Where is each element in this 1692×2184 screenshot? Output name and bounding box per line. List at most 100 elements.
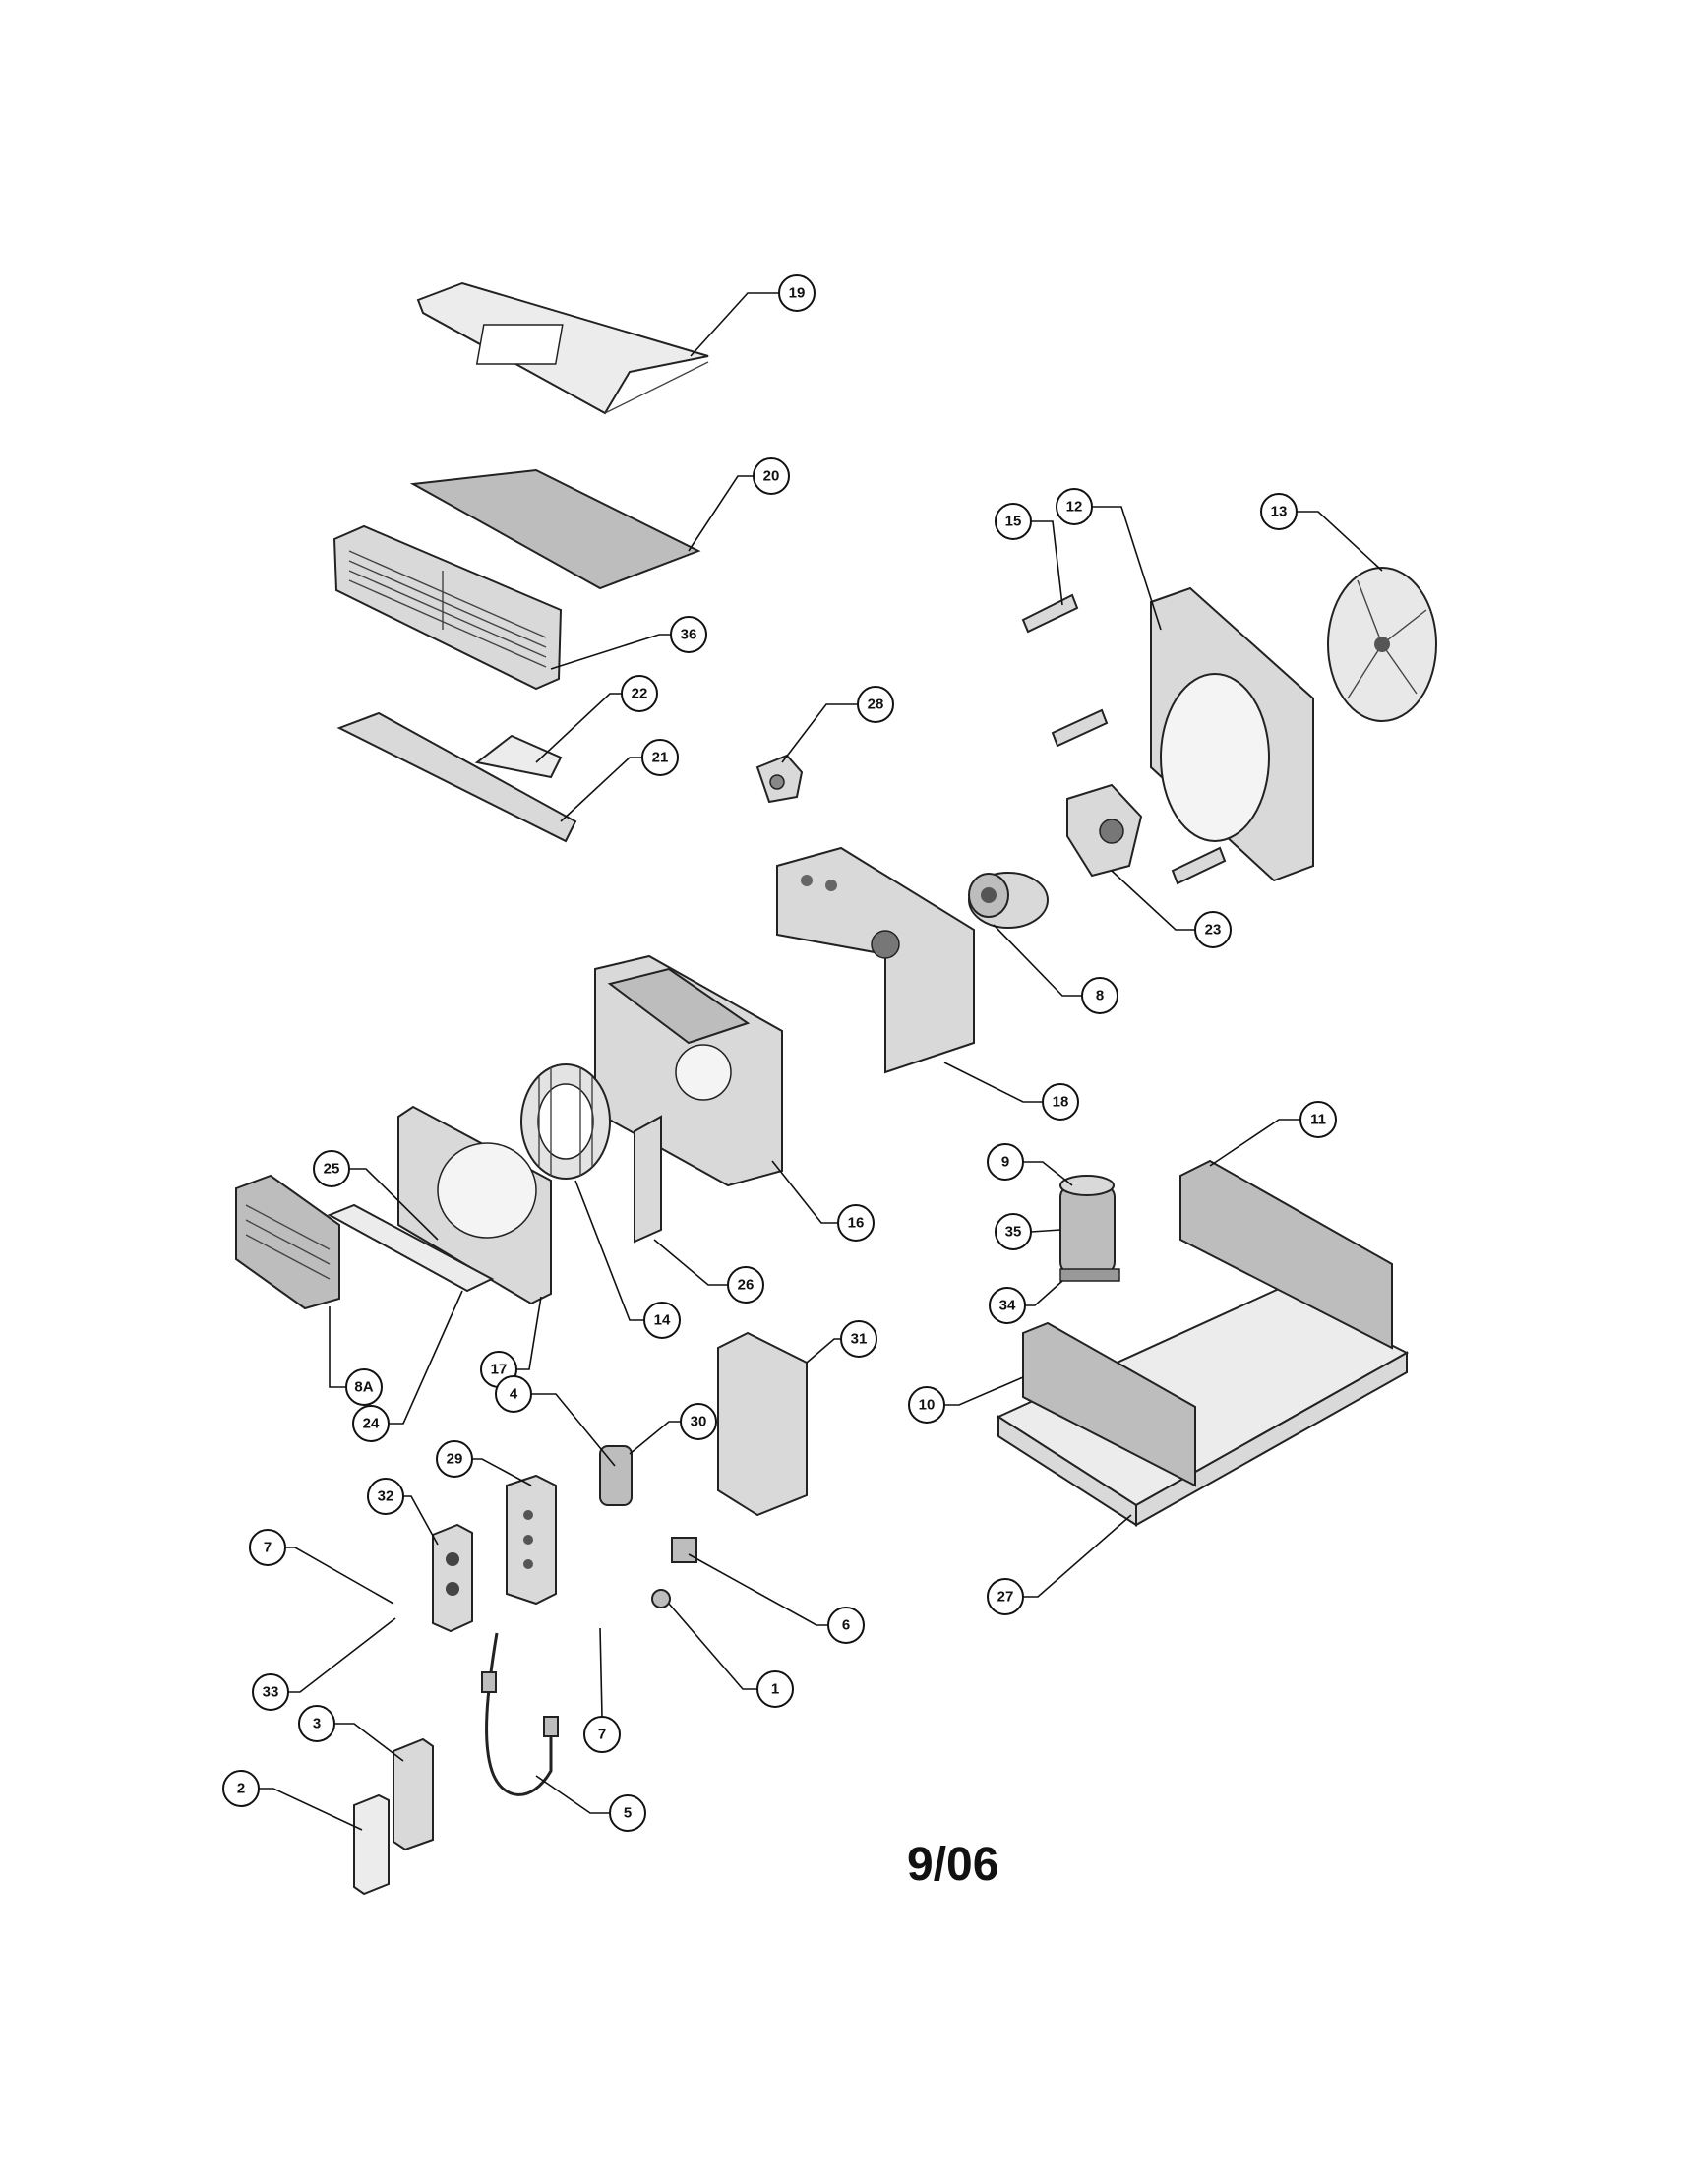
callout-35: 35 bbox=[995, 1213, 1032, 1250]
date-code: 9/06 bbox=[907, 1839, 999, 1891]
svg-text:31: 31 bbox=[851, 1331, 868, 1348]
callout-28: 28 bbox=[857, 686, 894, 723]
part-lower-front bbox=[336, 711, 577, 843]
callout-13: 13 bbox=[1260, 493, 1298, 530]
part-knob-plates bbox=[353, 1737, 434, 1896]
svg-text:14: 14 bbox=[654, 1312, 671, 1329]
svg-text:36: 36 bbox=[681, 627, 697, 643]
svg-text:11: 11 bbox=[1310, 1112, 1326, 1128]
callout-6: 6 bbox=[827, 1607, 865, 1644]
svg-text:29: 29 bbox=[447, 1451, 463, 1468]
callout-26: 26 bbox=[727, 1266, 764, 1304]
callout-18: 18 bbox=[1042, 1083, 1079, 1121]
svg-text:15: 15 bbox=[1005, 514, 1022, 530]
callout-19: 19 bbox=[778, 274, 816, 312]
part-base-pan-coils bbox=[996, 1159, 1410, 1527]
svg-text:28: 28 bbox=[868, 697, 884, 713]
callout-8a: 8A bbox=[345, 1368, 383, 1406]
svg-text:10: 10 bbox=[919, 1397, 936, 1414]
part-capacitor bbox=[599, 1445, 633, 1506]
svg-text:23: 23 bbox=[1205, 922, 1222, 939]
svg-text:8: 8 bbox=[1096, 988, 1104, 1004]
callout-3: 3 bbox=[298, 1705, 335, 1742]
svg-text:2: 2 bbox=[237, 1781, 245, 1797]
part-wedges bbox=[1021, 593, 1227, 885]
svg-text:34: 34 bbox=[999, 1298, 1016, 1314]
part-bulkhead bbox=[776, 846, 975, 1074]
part-bracket bbox=[755, 754, 804, 804]
part-switch-plate bbox=[432, 1523, 473, 1633]
svg-text:1: 1 bbox=[771, 1681, 779, 1698]
callout-34: 34 bbox=[989, 1287, 1026, 1324]
callout-7b: 7 bbox=[583, 1716, 621, 1753]
callout-14: 14 bbox=[643, 1302, 681, 1339]
svg-text:16: 16 bbox=[848, 1215, 865, 1232]
callout-11: 11 bbox=[1299, 1101, 1337, 1138]
part-compressor bbox=[1059, 1175, 1120, 1282]
svg-text:19: 19 bbox=[789, 285, 806, 302]
part-thermostat bbox=[651, 1589, 671, 1608]
callout-24: 24 bbox=[352, 1405, 390, 1442]
callout-5: 5 bbox=[609, 1794, 646, 1832]
part-condenser-shroud bbox=[1150, 586, 1314, 882]
svg-text:7: 7 bbox=[598, 1727, 606, 1743]
part-fan-motor bbox=[968, 872, 1049, 929]
svg-text:30: 30 bbox=[691, 1414, 707, 1430]
callout-31: 31 bbox=[840, 1320, 877, 1358]
part-front-grille bbox=[332, 524, 563, 691]
callout-30: 30 bbox=[680, 1403, 717, 1440]
svg-text:13: 13 bbox=[1271, 504, 1288, 520]
svg-text:17: 17 bbox=[491, 1362, 508, 1378]
svg-text:12: 12 bbox=[1066, 499, 1083, 516]
svg-text:20: 20 bbox=[763, 468, 780, 485]
svg-text:35: 35 bbox=[1005, 1224, 1022, 1241]
part-control-bracket bbox=[717, 1331, 808, 1517]
callout-20: 20 bbox=[753, 457, 790, 495]
leader-lines bbox=[259, 292, 1383, 1831]
svg-text:33: 33 bbox=[263, 1684, 279, 1701]
part-strip bbox=[327, 1203, 495, 1293]
part-condenser-fan bbox=[1327, 567, 1437, 722]
part-evap-housing bbox=[594, 954, 783, 1187]
callout-9: 9 bbox=[987, 1143, 1024, 1181]
svg-text:21: 21 bbox=[652, 750, 669, 766]
svg-text:22: 22 bbox=[632, 686, 648, 702]
callout-8: 8 bbox=[1081, 977, 1118, 1014]
callout-4: 4 bbox=[495, 1375, 532, 1413]
callout-16: 16 bbox=[837, 1204, 875, 1242]
callout-1: 1 bbox=[756, 1670, 794, 1708]
callout-27: 27 bbox=[987, 1578, 1024, 1615]
callout-36: 36 bbox=[670, 616, 707, 653]
part-blower-wheel bbox=[520, 1063, 611, 1180]
part-motor-mount bbox=[1066, 783, 1143, 878]
part-power-cord bbox=[481, 1632, 559, 1796]
callout-15: 15 bbox=[995, 503, 1032, 540]
part-orifice-panel bbox=[397, 1105, 552, 1305]
callout-25: 25 bbox=[313, 1150, 350, 1187]
svg-text:8A: 8A bbox=[354, 1379, 373, 1396]
part-control-panel bbox=[506, 1474, 557, 1606]
svg-text:27: 27 bbox=[997, 1589, 1014, 1606]
callout-32: 32 bbox=[367, 1478, 404, 1515]
svg-text:24: 24 bbox=[363, 1416, 380, 1432]
part-divider-strip bbox=[634, 1115, 662, 1244]
callout-10: 10 bbox=[908, 1386, 945, 1424]
svg-text:6: 6 bbox=[842, 1617, 850, 1634]
callout-12: 12 bbox=[1056, 488, 1093, 525]
svg-text:3: 3 bbox=[313, 1716, 321, 1732]
part-top-cover bbox=[416, 281, 709, 415]
svg-text:25: 25 bbox=[324, 1161, 340, 1178]
svg-text:5: 5 bbox=[624, 1805, 632, 1822]
callout-2: 2 bbox=[222, 1770, 260, 1807]
callout-22: 22 bbox=[621, 675, 658, 712]
callout-33: 33 bbox=[252, 1673, 289, 1711]
svg-text:4: 4 bbox=[510, 1386, 518, 1403]
svg-text:7: 7 bbox=[264, 1540, 272, 1556]
callout-29: 29 bbox=[436, 1440, 473, 1478]
svg-text:9: 9 bbox=[1001, 1154, 1009, 1171]
callout-23: 23 bbox=[1194, 911, 1232, 948]
part-heater-element bbox=[235, 1174, 340, 1310]
svg-text:26: 26 bbox=[738, 1277, 755, 1294]
part-relay bbox=[671, 1537, 697, 1563]
